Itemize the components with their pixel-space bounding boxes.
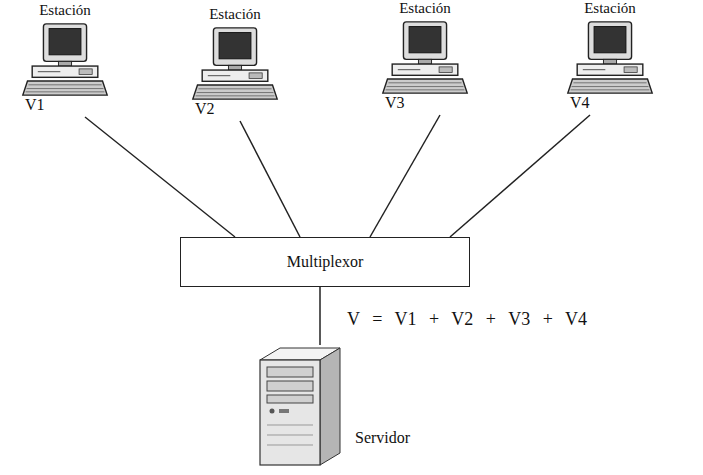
signal-label: V4 [570, 94, 590, 112]
signal-label: V3 [385, 94, 405, 112]
box-label: Multiplexor [287, 253, 363, 271]
connector-line [370, 115, 440, 237]
station-node: EstaciónV4 [560, 0, 660, 115]
station-label: Estación [15, 2, 115, 19]
connector-line [240, 121, 300, 237]
signal-label: V2 [195, 100, 215, 118]
station-label: Estación [185, 6, 285, 23]
station-node: EstaciónV1 [15, 2, 115, 117]
computer-icon [23, 24, 107, 95]
equation-label: V = V1 + V2 + V3 + V4 [345, 310, 589, 330]
server-label: Servidor [355, 429, 410, 447]
computer-icon [383, 22, 467, 93]
station-label: Estación [375, 0, 475, 17]
computer-icon [568, 22, 652, 93]
connector-line [85, 117, 235, 237]
connector-line [319, 287, 321, 345]
connector-line [450, 115, 590, 237]
station-label: Estación [560, 0, 660, 17]
server-node: Servidor [255, 345, 430, 470]
computer-icon [193, 28, 277, 99]
station-node: EstaciónV2 [185, 6, 285, 121]
signal-label: V1 [25, 96, 45, 114]
server-icon [260, 348, 340, 465]
station-node: EstaciónV3 [375, 0, 475, 115]
multiplexer-box: Multiplexor [180, 237, 470, 287]
